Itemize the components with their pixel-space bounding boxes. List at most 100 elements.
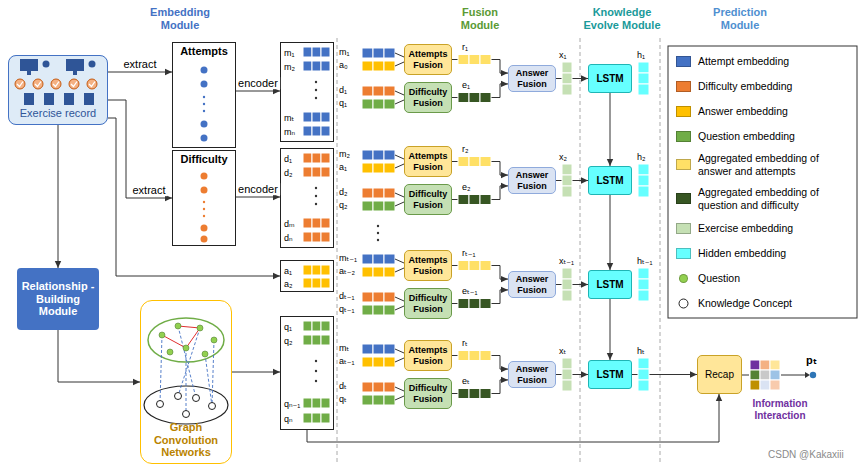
aggregated-vector xyxy=(480,93,491,103)
node-label: Difficulty Fusion xyxy=(408,383,448,404)
answer-vector xyxy=(373,163,384,173)
exercise-record-icon xyxy=(89,82,95,87)
aggregated-vector xyxy=(458,261,469,271)
exercise-record-icon xyxy=(17,82,23,87)
vector-label: rₜ₋₁ xyxy=(462,248,475,258)
node-label: Answer Fusion xyxy=(512,274,552,295)
input-wire xyxy=(395,53,404,57)
connector xyxy=(610,299,611,360)
aggregated-vector xyxy=(458,351,469,361)
exercise-record-icon xyxy=(8,55,108,125)
stack-cell xyxy=(303,398,312,408)
row-label: a₁ xyxy=(284,266,292,276)
stack-cell xyxy=(312,112,321,122)
vector-label: m₁ xyxy=(339,47,350,57)
vector-label: a₀ xyxy=(339,60,348,70)
stack-cell xyxy=(321,61,330,71)
graph-illustration xyxy=(162,335,186,348)
attempt-vector xyxy=(362,344,373,354)
stack-cell xyxy=(321,126,330,136)
output-arrow xyxy=(742,372,816,378)
vector-label: hₜ xyxy=(637,346,645,356)
input-wire xyxy=(395,193,404,197)
fusion-box: Difficulty Fusion xyxy=(404,288,452,319)
input-wire xyxy=(395,358,404,362)
difficulty-dots xyxy=(201,187,208,194)
input-wire xyxy=(395,297,404,301)
output-arrow xyxy=(742,375,749,376)
row-label: m₂ xyxy=(284,62,295,72)
stack-cell xyxy=(312,61,321,71)
stack-cell xyxy=(321,167,330,177)
aggregated-vector xyxy=(458,55,469,65)
graph-illustration xyxy=(202,351,208,357)
row-label: d₂ xyxy=(284,168,293,178)
attempt-vector xyxy=(373,48,384,58)
ellipsis-dots xyxy=(315,203,317,205)
attempt-vector xyxy=(373,344,384,354)
stack-cell xyxy=(321,47,330,57)
stack-cell xyxy=(312,321,321,331)
difficulty-vector xyxy=(384,86,395,96)
connector xyxy=(108,72,172,73)
input-wire xyxy=(395,62,404,66)
answer-vector xyxy=(373,61,384,71)
attempt-dots xyxy=(201,121,208,128)
difficulty-dots xyxy=(203,215,205,217)
row-label: dₙ xyxy=(284,233,293,243)
answer-vector xyxy=(362,163,373,173)
module-heading: Embedding Module xyxy=(140,6,220,31)
vector-label: h₂ xyxy=(637,152,646,162)
difficulty-vector xyxy=(362,86,373,96)
module-separator xyxy=(580,38,581,462)
difficulty-dots xyxy=(203,208,205,210)
vector-label: xₜ xyxy=(559,346,566,356)
vector-label: xₜ₋₁ xyxy=(559,256,574,266)
exercise-record-icon xyxy=(20,59,38,71)
exercise-record-icon xyxy=(73,71,77,75)
legend-text: Attempt embedding xyxy=(698,55,850,68)
question-vector xyxy=(362,395,373,405)
attempt-dots xyxy=(201,135,208,142)
exercise-record-icon xyxy=(71,82,77,87)
vector-label: dₜ xyxy=(339,381,347,391)
hidden-vector xyxy=(638,268,649,279)
vector-label: e₂ xyxy=(462,182,471,192)
graph-illustration xyxy=(175,393,182,400)
vector-label: r₂ xyxy=(462,144,469,154)
connector xyxy=(108,118,280,276)
fusion-box: Attempts Fusion xyxy=(404,146,452,177)
attempt-dots xyxy=(203,96,205,98)
node-label: Answer Fusion xyxy=(512,364,552,385)
interaction-grid xyxy=(770,370,780,380)
legend-text: Hidden embedding xyxy=(698,247,850,260)
stack-cell xyxy=(321,218,330,228)
text-label: CSDN @Kakaxiii xyxy=(768,449,844,461)
graph-illustration xyxy=(197,325,203,331)
interaction-grid xyxy=(770,360,780,370)
attempt-vector xyxy=(384,344,395,354)
vector-label: m₂ xyxy=(339,149,350,159)
stack-cell xyxy=(312,153,321,163)
input-wire xyxy=(395,100,404,104)
node-label: Answer Fusion xyxy=(512,68,552,89)
input-wire xyxy=(395,164,404,168)
module-separator xyxy=(337,38,338,462)
difficulty-vector xyxy=(384,188,395,198)
legend-text: Difficulty embedding xyxy=(698,80,850,93)
attempt-vector xyxy=(384,150,395,160)
lstm-cell: LSTM xyxy=(588,270,632,299)
node-label: LSTM xyxy=(592,175,628,187)
extract-box: Attempts xyxy=(172,42,236,148)
ellipsis-dots xyxy=(315,195,317,197)
vector-label: x₂ xyxy=(559,152,567,162)
output-arrow xyxy=(805,372,810,378)
lstm-cell: LSTM xyxy=(588,360,632,389)
lstm-cell: LSTM xyxy=(588,166,632,195)
hidden-vector xyxy=(638,380,649,391)
legend-text: Answer embedding xyxy=(698,105,850,118)
module-box: Relationship -Building Module xyxy=(17,268,99,330)
question-vector xyxy=(384,99,395,109)
input-wire xyxy=(395,155,404,159)
stack-cell xyxy=(312,218,321,228)
